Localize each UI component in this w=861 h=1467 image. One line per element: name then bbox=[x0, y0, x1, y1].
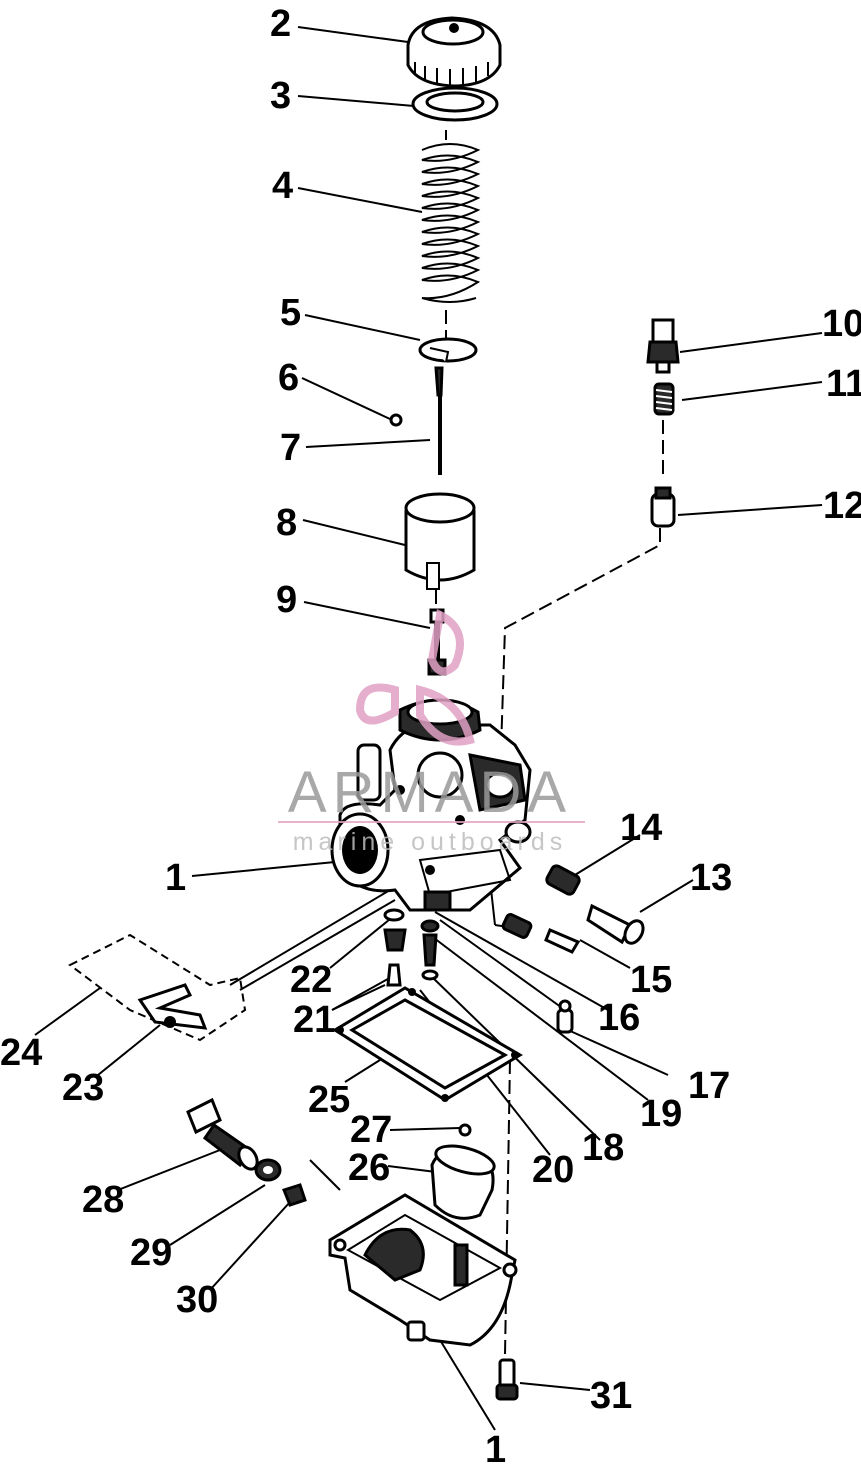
callout-16: 16 bbox=[598, 997, 640, 1039]
propeller-logo-icon bbox=[355, 609, 475, 746]
banjo-washer-part bbox=[254, 1158, 282, 1182]
callout-1-top: 1 bbox=[165, 857, 186, 899]
callout-10: 10 bbox=[822, 303, 861, 345]
callout-19: 19 bbox=[640, 1093, 682, 1135]
e-clip-part bbox=[389, 413, 403, 427]
callout-6: 6 bbox=[278, 357, 299, 399]
callout-5: 5 bbox=[280, 292, 301, 334]
washer-part bbox=[411, 86, 499, 122]
callout-18: 18 bbox=[582, 1127, 624, 1169]
callout-13: 13 bbox=[690, 857, 732, 899]
cap-part bbox=[406, 16, 502, 88]
callout-11: 11 bbox=[826, 363, 861, 405]
drain-plug-part bbox=[556, 999, 574, 1034]
bowl-screw-part bbox=[495, 1358, 519, 1401]
callout-12: 12 bbox=[823, 485, 861, 527]
callout-23: 23 bbox=[62, 1067, 104, 1109]
float-arm-part bbox=[137, 983, 208, 1030]
callout-26: 26 bbox=[348, 1147, 390, 1189]
idle-screw-part bbox=[545, 864, 645, 945]
callout-21: 21 bbox=[293, 999, 335, 1041]
watermark-brand: ARMADA bbox=[288, 760, 572, 825]
nozzle-part bbox=[282, 1183, 307, 1207]
callout-29: 29 bbox=[130, 1232, 172, 1274]
gasket-part bbox=[332, 986, 523, 1102]
callout-9: 9 bbox=[276, 579, 297, 621]
pilot-spring-part bbox=[653, 382, 675, 416]
float-part bbox=[430, 1144, 496, 1220]
callout-14: 14 bbox=[620, 807, 662, 849]
callout-7: 7 bbox=[280, 427, 301, 469]
fitting-part bbox=[646, 318, 680, 374]
throttle-valve-part bbox=[404, 492, 476, 590]
callout-31: 31 bbox=[590, 1375, 632, 1417]
callout-24: 24 bbox=[0, 1032, 42, 1074]
carburetor-body-part bbox=[330, 698, 532, 912]
main-jet-part bbox=[420, 919, 440, 981]
callout-27: 27 bbox=[350, 1109, 392, 1151]
callout-2: 2 bbox=[270, 3, 291, 45]
callout-3: 3 bbox=[270, 75, 291, 117]
callout-20: 20 bbox=[532, 1149, 574, 1191]
mixture-screw-part bbox=[501, 913, 581, 954]
jet-needle-part bbox=[434, 366, 444, 475]
callout-30: 30 bbox=[176, 1279, 218, 1321]
spring-part bbox=[421, 143, 481, 303]
watermark-tagline: marine outboards bbox=[293, 828, 568, 856]
callout-4: 4 bbox=[272, 165, 293, 207]
callout-17: 17 bbox=[688, 1065, 730, 1107]
banjo-bolt-part bbox=[186, 1097, 259, 1171]
callout-28: 28 bbox=[82, 1179, 124, 1221]
pilot-jet-part bbox=[383, 908, 407, 987]
clip-plate-part bbox=[418, 337, 478, 363]
parts bbox=[137, 16, 680, 1401]
watermark: ARMADA marine outboards bbox=[278, 609, 585, 856]
float-bowl-part bbox=[328, 1193, 518, 1347]
callout-labels: 2 3 4 5 6 7 8 9 10 11 12 1 14 13 15 16 2… bbox=[0, 3, 861, 1467]
callout-22: 22 bbox=[290, 959, 332, 1001]
plunger-part bbox=[650, 486, 676, 528]
callout-25: 25 bbox=[308, 1079, 350, 1121]
callout-1-bottom: 1 bbox=[485, 1429, 506, 1467]
callout-8: 8 bbox=[276, 502, 297, 544]
check-ball-part bbox=[458, 1123, 472, 1137]
callout-15: 15 bbox=[630, 959, 672, 1001]
